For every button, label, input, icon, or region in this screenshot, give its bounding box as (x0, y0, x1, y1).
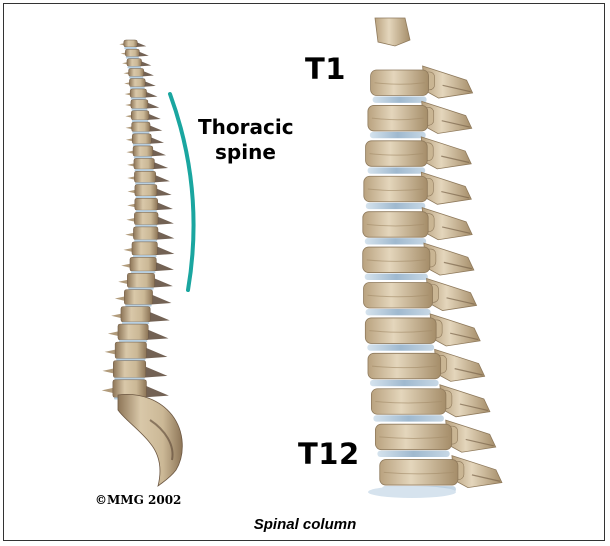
thoracic-vertebra (368, 105, 428, 130)
vertebra (135, 198, 158, 210)
vertebra (134, 171, 155, 182)
vertebra (133, 146, 153, 156)
intervertebral-disc (365, 274, 428, 280)
label-t1: T1 (305, 55, 346, 84)
intervertebral-disc (122, 322, 149, 324)
thoracic-vertebra (365, 318, 436, 344)
intervertebral-disc (366, 203, 426, 209)
intervertebral-disc (135, 225, 157, 227)
intervertebral-disc (368, 167, 426, 173)
intervertebral-disc (128, 288, 153, 290)
thoracic-vertebra (363, 212, 428, 238)
thoracic-vertebra (363, 247, 430, 272)
vertebra (133, 227, 158, 240)
vertebra (115, 342, 146, 358)
thoracic-vertebra (368, 353, 441, 379)
vertebra (129, 68, 144, 76)
vertebra (135, 185, 157, 196)
intervertebral-disc (131, 97, 146, 99)
intervertebral-disc (131, 271, 156, 273)
thoracic-vertebra (364, 283, 433, 309)
vertebra (129, 79, 145, 87)
intervertebral-disc (377, 451, 449, 457)
vertebra (131, 100, 148, 109)
intervertebral-disc (126, 56, 139, 58)
intervertebral-disc (127, 66, 141, 68)
thoracic-spine-closeup (363, 18, 502, 498)
thoracic-vertebra (371, 389, 446, 415)
sacrum (118, 394, 182, 486)
vertebra (130, 89, 146, 98)
intervertebral-disc (134, 156, 152, 158)
label-t12: T12 (298, 440, 360, 469)
vertebra (134, 158, 155, 169)
thoracic-vertebra (380, 460, 458, 486)
vertebra (131, 111, 149, 120)
intervertebral-disc (373, 97, 427, 103)
vertebra (125, 49, 139, 56)
intervertebral-disc (133, 255, 157, 257)
vertebra (132, 122, 150, 132)
intervertebral-disc (124, 47, 137, 49)
intervertebral-disc (373, 415, 444, 421)
vertebra (121, 307, 150, 322)
vertebra (124, 290, 152, 305)
intervertebral-disc (131, 109, 147, 111)
intervertebral-disc (116, 358, 145, 360)
intervertebral-disc (367, 344, 434, 350)
intervertebral-disc (133, 144, 151, 146)
vertebra (127, 59, 142, 67)
thoracic-vertebra (371, 70, 429, 96)
thoracic-vertebra (364, 176, 428, 202)
label-thoracic: Thoracic (198, 117, 294, 137)
intervertebral-disc (129, 76, 143, 78)
vertebra (132, 134, 151, 144)
intervertebral-disc (132, 120, 149, 122)
intervertebral-disc (135, 182, 155, 184)
vertebra (124, 40, 138, 47)
intervertebral-disc (119, 340, 147, 342)
vertebra (132, 242, 157, 255)
thoracic-bracket (170, 94, 194, 290)
intervertebral-disc (365, 238, 426, 244)
intervertebral-disc (370, 132, 426, 138)
intervertebral-disc (130, 87, 145, 89)
vertebra (127, 273, 154, 287)
thoracic-vertebra (366, 141, 428, 167)
thoracic-vertebra (375, 424, 451, 450)
intervertebral-disc (114, 378, 144, 380)
vertebra-top-cap (375, 18, 410, 46)
intervertebral-disc (370, 380, 439, 386)
intervertebral-disc (132, 132, 149, 134)
figure-caption: Spinal column (0, 516, 610, 533)
intervertebral-disc (366, 309, 431, 315)
intervertebral-disc (134, 240, 157, 242)
intervertebral-disc (136, 196, 157, 198)
vertebra (113, 361, 145, 378)
copyright-notice: ©MMG 2002 (95, 493, 181, 507)
vertebra (134, 212, 158, 224)
base-disc (368, 486, 456, 498)
vertebra (118, 324, 148, 340)
intervertebral-disc (125, 304, 151, 306)
label-spine: spine (215, 142, 276, 162)
vertebra (130, 257, 156, 271)
intervertebral-disc (136, 210, 157, 212)
intervertebral-disc (135, 169, 154, 171)
full-spine-drawing (102, 40, 183, 486)
